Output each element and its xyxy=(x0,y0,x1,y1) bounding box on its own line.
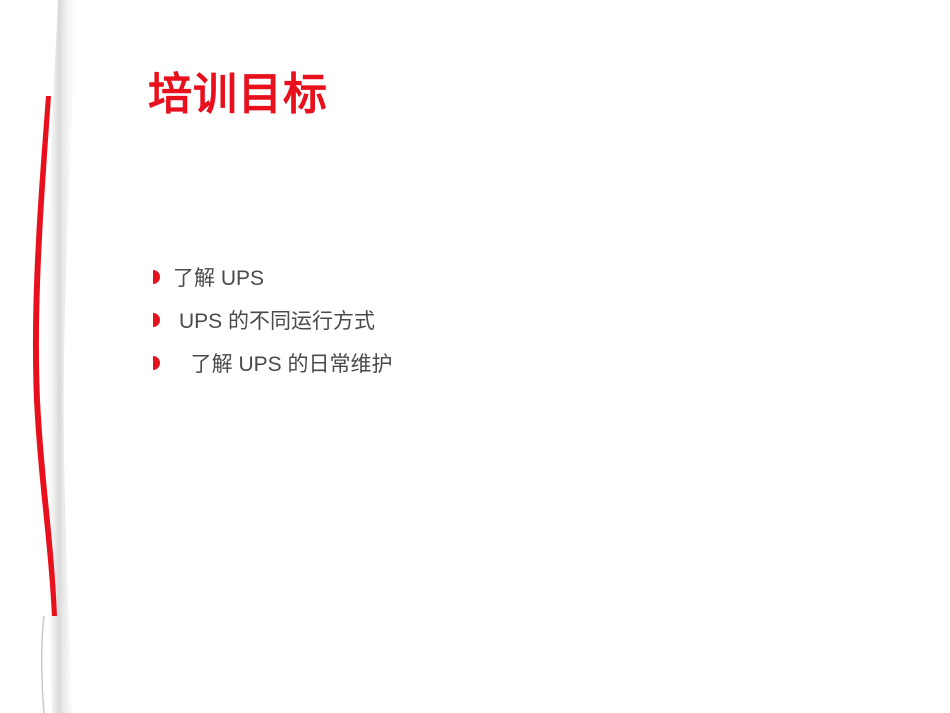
bullet-item: UPS 的不同运行方式 xyxy=(152,298,393,341)
bullet-text: 了解 UPS 的日常维护 xyxy=(179,352,393,376)
bullet-item: 了解 UPS xyxy=(152,255,393,298)
half-disc-bullet-icon xyxy=(153,269,160,284)
bullet-text: UPS 的不同运行方式 xyxy=(179,309,376,333)
half-disc-bullet-icon xyxy=(153,355,160,370)
red-stripe xyxy=(32,96,57,616)
slide-title: 培训目标 xyxy=(148,69,328,120)
red-curved-stripe-decoration xyxy=(32,0,78,713)
thin-edge-line xyxy=(40,615,45,713)
bullet-text: 了解 UPS xyxy=(173,266,265,290)
bullet-item: 了解 UPS 的日常维护 xyxy=(152,341,393,384)
gray-shadow-band xyxy=(43,0,78,713)
bullet-list: 了解 UPS UPS 的不同运行方式 了解 UPS 的日常维护 xyxy=(152,255,393,384)
half-disc-bullet-icon xyxy=(153,312,160,327)
